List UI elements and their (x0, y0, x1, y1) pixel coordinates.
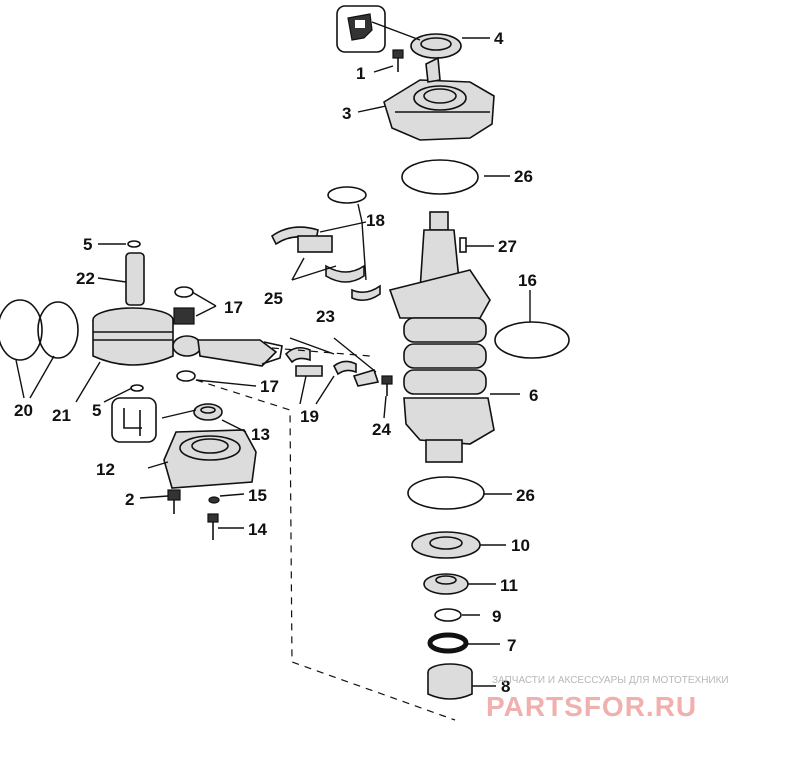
lower-bearing-housing-part (163, 429, 257, 489)
label-part-12: 12 (96, 460, 115, 479)
connecting-rod-part (172, 335, 283, 367)
retaining-ring-part (327, 186, 367, 204)
upper-bearing-housing-part (383, 56, 495, 141)
sleeve-part (427, 663, 473, 700)
seal-ring-part (410, 33, 462, 59)
pin-retainer-lower-part (130, 384, 144, 392)
rod-bearing-part (284, 346, 380, 387)
lubricant-symbol-icon (111, 397, 157, 443)
label-part-20: 20 (14, 401, 33, 420)
label-part-17-upper: 17 (224, 298, 243, 317)
part-labels: 1 2 3 4 5 5 6 7 8 9 10 11 12 13 14 15 16… (14, 29, 538, 696)
bearing-cage-upper-part (270, 226, 381, 302)
rod-cap-screw-part (381, 375, 393, 396)
label-part-8: 8 (501, 677, 510, 696)
sealant-tube-icon (336, 5, 386, 53)
lower-oil-seal-part (427, 632, 469, 654)
ball-bearing-part (423, 573, 469, 595)
label-part-2: 2 (125, 490, 134, 509)
label-part-18: 18 (366, 211, 385, 230)
pin-retainer-upper-part (127, 240, 141, 248)
label-part-10: 10 (511, 536, 530, 555)
crankshaft-key-part (459, 237, 467, 253)
label-part-26-upper: 26 (514, 167, 533, 186)
label-part-13: 13 (251, 425, 270, 444)
label-part-11: 11 (500, 576, 518, 595)
housing-bolt-part (167, 489, 181, 514)
needle-bearing-part (173, 286, 196, 382)
label-part-5-upper: 5 (83, 235, 92, 254)
label-part-21: 21 (52, 406, 71, 425)
washer-part (208, 496, 220, 504)
label-part-14: 14 (248, 520, 267, 539)
label-part-26-lower: 26 (516, 486, 535, 505)
label-part-16: 16 (518, 271, 537, 290)
assembly-guide-lines (195, 337, 456, 721)
label-part-22: 22 (76, 269, 95, 288)
label-part-24: 24 (372, 420, 391, 439)
seal-ring-large-part (494, 321, 570, 359)
screw-part (392, 49, 404, 72)
piston-part (92, 307, 174, 366)
label-part-4: 4 (494, 29, 504, 48)
piston-rings-part (0, 299, 79, 361)
label-part-9: 9 (492, 607, 501, 626)
housing-screw-part (207, 513, 219, 540)
lower-seal-part (193, 403, 223, 421)
piston-pin-part (125, 252, 145, 306)
o-ring-lower-part (407, 476, 485, 510)
crankshaft-part (388, 211, 495, 463)
label-part-19: 19 (300, 407, 319, 426)
leader-lines (15, 21, 531, 687)
label-part-23: 23 (316, 307, 335, 326)
label-part-15: 15 (248, 486, 267, 505)
label-part-27: 27 (498, 237, 517, 256)
label-part-7: 7 (507, 636, 516, 655)
watermark-brand: PARTSFOR.RU (486, 691, 697, 722)
watermark-tagline: ЗАПЧАСТИ И АКСЕССУАРЫ ДЛЯ МОТОТЕХНИКИ (492, 675, 729, 686)
bearing-retaining-ring-part (434, 608, 462, 622)
o-ring-upper-part (401, 159, 479, 195)
label-part-1: 1 (356, 64, 365, 83)
label-part-6: 6 (529, 386, 538, 405)
label-part-3: 3 (342, 104, 351, 123)
label-part-25: 25 (264, 289, 283, 308)
label-part-5-lower: 5 (92, 401, 101, 420)
watermark: ЗАПЧАСТИ И АКСЕССУАРЫ ДЛЯ МОТОТЕХНИКИ PA… (486, 675, 729, 722)
thrust-washer-part (411, 531, 481, 559)
label-part-17-lower: 17 (260, 377, 279, 396)
